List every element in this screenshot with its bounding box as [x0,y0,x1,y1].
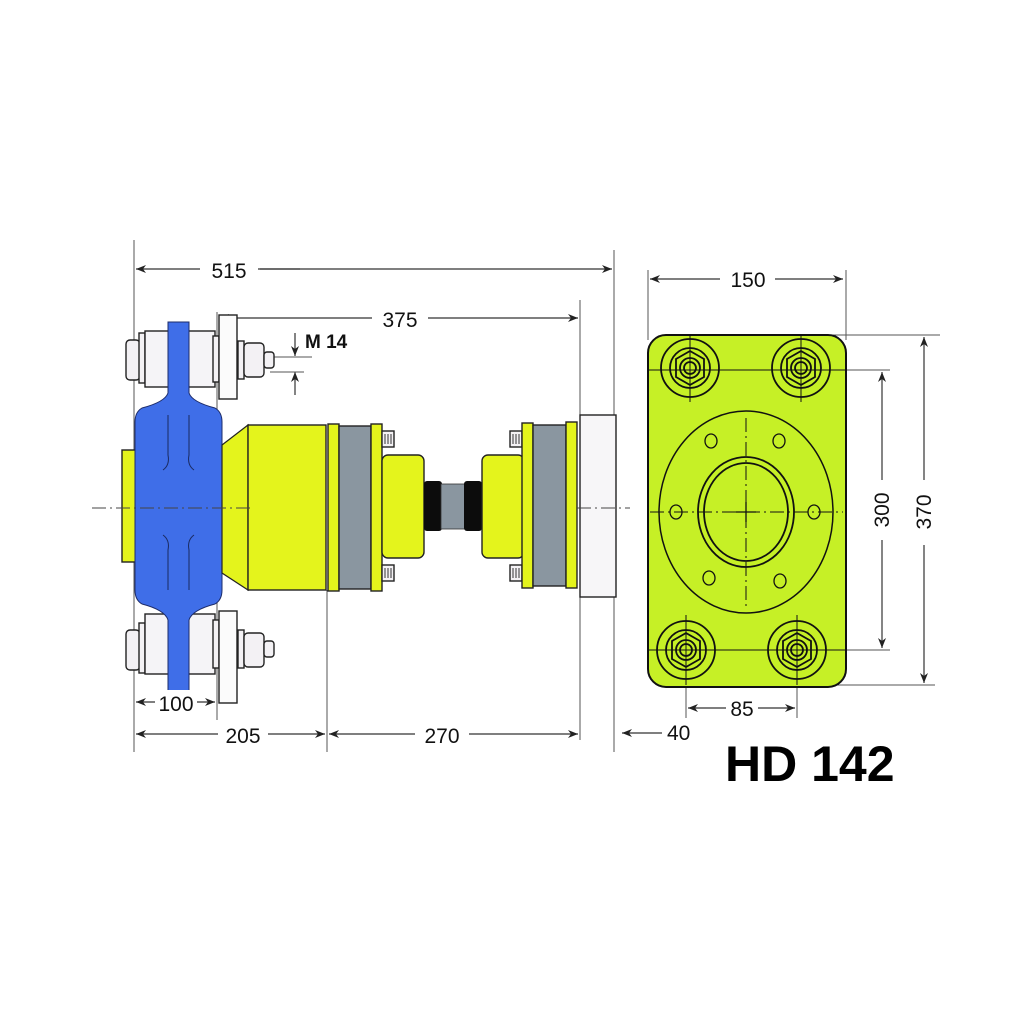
bottom-bolt-assembly [125,610,275,704]
yellow-housing [247,424,327,591]
bolt-top-left [660,336,720,402]
mounting-flange-side [579,414,617,598]
dim-bolt-spacing-vertical: 300 [871,492,894,527]
gray-band-right [532,424,567,587]
gray-band-left [338,425,372,590]
dim-left-section: 100 [158,693,193,716]
dim-body-section: 205 [225,725,260,748]
coupling-black-right [464,481,482,531]
model-title: HD 142 [725,736,895,792]
dim-flange-thickness: 40 [667,722,690,745]
front-view: 150 [647,269,940,721]
coupling-gray-center [440,483,466,530]
dim-bolt-to-flange: 375 [382,309,417,332]
dim-bolt-spacing-horizontal: 85 [730,698,753,721]
dim-overall-length: 515 [211,260,246,283]
hub-right [481,454,525,559]
coupling-black-left [424,481,442,531]
hub-left [381,454,425,559]
mounting-plate [647,334,847,688]
side-view: 515 375 M 14 [92,240,690,752]
top-bolt-assembly [125,314,275,400]
bolt-top-right [771,336,831,402]
dim-plate-width: 150 [730,269,765,292]
dim-coupling-section: 270 [424,725,459,748]
dim-plate-height: 370 [913,494,936,529]
dim-thread-size: M 14 [305,332,348,353]
